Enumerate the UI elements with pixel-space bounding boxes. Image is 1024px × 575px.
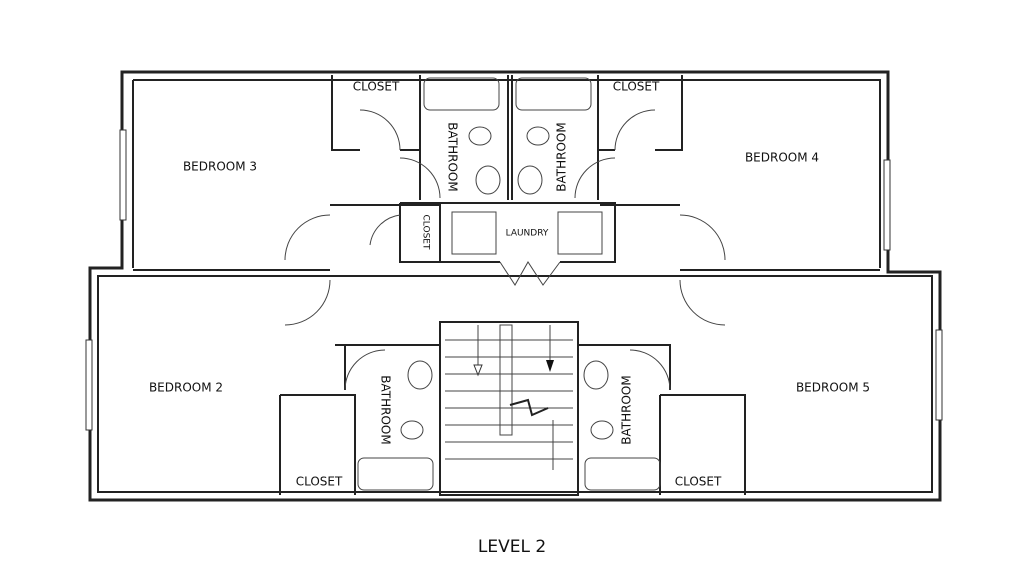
closet-label: CLOSET xyxy=(421,215,431,250)
bathroom-label: BATHROOM xyxy=(620,375,634,444)
bathroom-label: BATHROOM xyxy=(446,122,460,191)
staircase[interactable] xyxy=(445,324,573,470)
fixtures xyxy=(357,77,661,491)
bedroom-4-label: BEDROOM 4 xyxy=(745,151,819,165)
closet-label: CLOSET xyxy=(613,80,660,94)
bathroom-label: BATHROOM xyxy=(379,375,393,444)
bedroom-3-label: BEDROOM 3 xyxy=(183,160,257,174)
interior-walls xyxy=(133,75,880,496)
closet-label: CLOSET xyxy=(353,80,400,94)
bedroom-2-label: BEDROOM 2 xyxy=(149,381,223,395)
level-title: LEVEL 2 xyxy=(478,537,546,557)
bedroom-5-label: BEDROOM 5 xyxy=(796,381,870,395)
exterior-walls xyxy=(85,70,943,502)
bathroom-label: BATHROOM xyxy=(555,122,569,191)
laundry-label: LAUNDRY xyxy=(506,229,549,239)
closet-label: CLOSET xyxy=(675,475,722,489)
doors[interactable] xyxy=(284,109,726,391)
closet-label: CLOSET xyxy=(296,475,343,489)
